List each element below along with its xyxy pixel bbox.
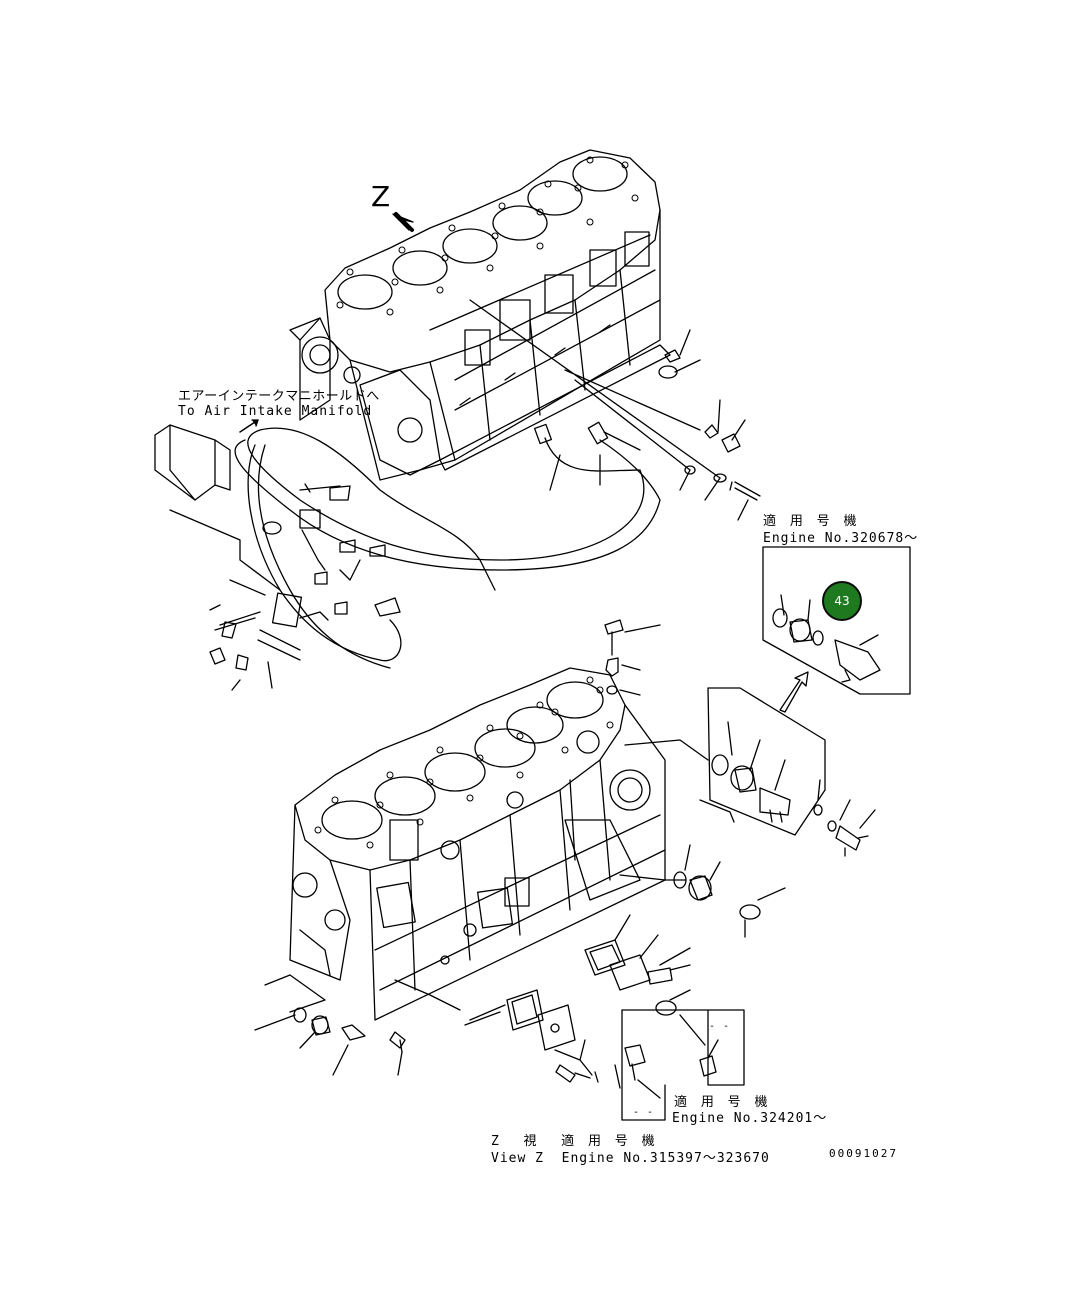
view-z-caption-jp: Z 視 適 用 号 機 [491, 1134, 658, 1149]
clamp-assembly [209, 483, 401, 691]
applicable-label-2: 適 用 号 機 [674, 1095, 771, 1110]
view-z-arrow [392, 212, 414, 232]
air-intake-label-en: To Air Intake Manifold [178, 404, 373, 419]
lower-top-bolts [604, 619, 661, 696]
dash-label-2: - - [633, 1107, 655, 1118]
intake-bracket [154, 419, 281, 591]
lower-right-parts [619, 844, 786, 1046]
lower-left-parts [254, 974, 461, 1076]
cover-plates [464, 914, 691, 1089]
inset-arrow [779, 671, 809, 713]
engine-no-label-2: Engine No.324201～ [672, 1111, 828, 1126]
inset-box-middle [624, 687, 876, 857]
view-z-caption-en: View Z Engine No.315397～323670 [491, 1151, 770, 1166]
inset-box-bottom [621, 1009, 745, 1121]
view-z-label: Z [371, 180, 391, 213]
engine-no-label-1: Engine No.320678～ [763, 531, 919, 546]
upper-pipes [234, 299, 761, 669]
upper-engine-block [289, 149, 671, 481]
inset-box-top-right [762, 546, 911, 695]
air-intake-label-jp: エアーインテークマニホールドへ [178, 389, 380, 404]
drawing-number: 00091027 [829, 1147, 898, 1160]
applicable-label-1: 適 用 号 機 [763, 514, 860, 529]
lower-engine-block [289, 667, 666, 1021]
callout-43[interactable]: 43 [822, 581, 862, 621]
dash-label-1: - - [709, 1021, 731, 1032]
